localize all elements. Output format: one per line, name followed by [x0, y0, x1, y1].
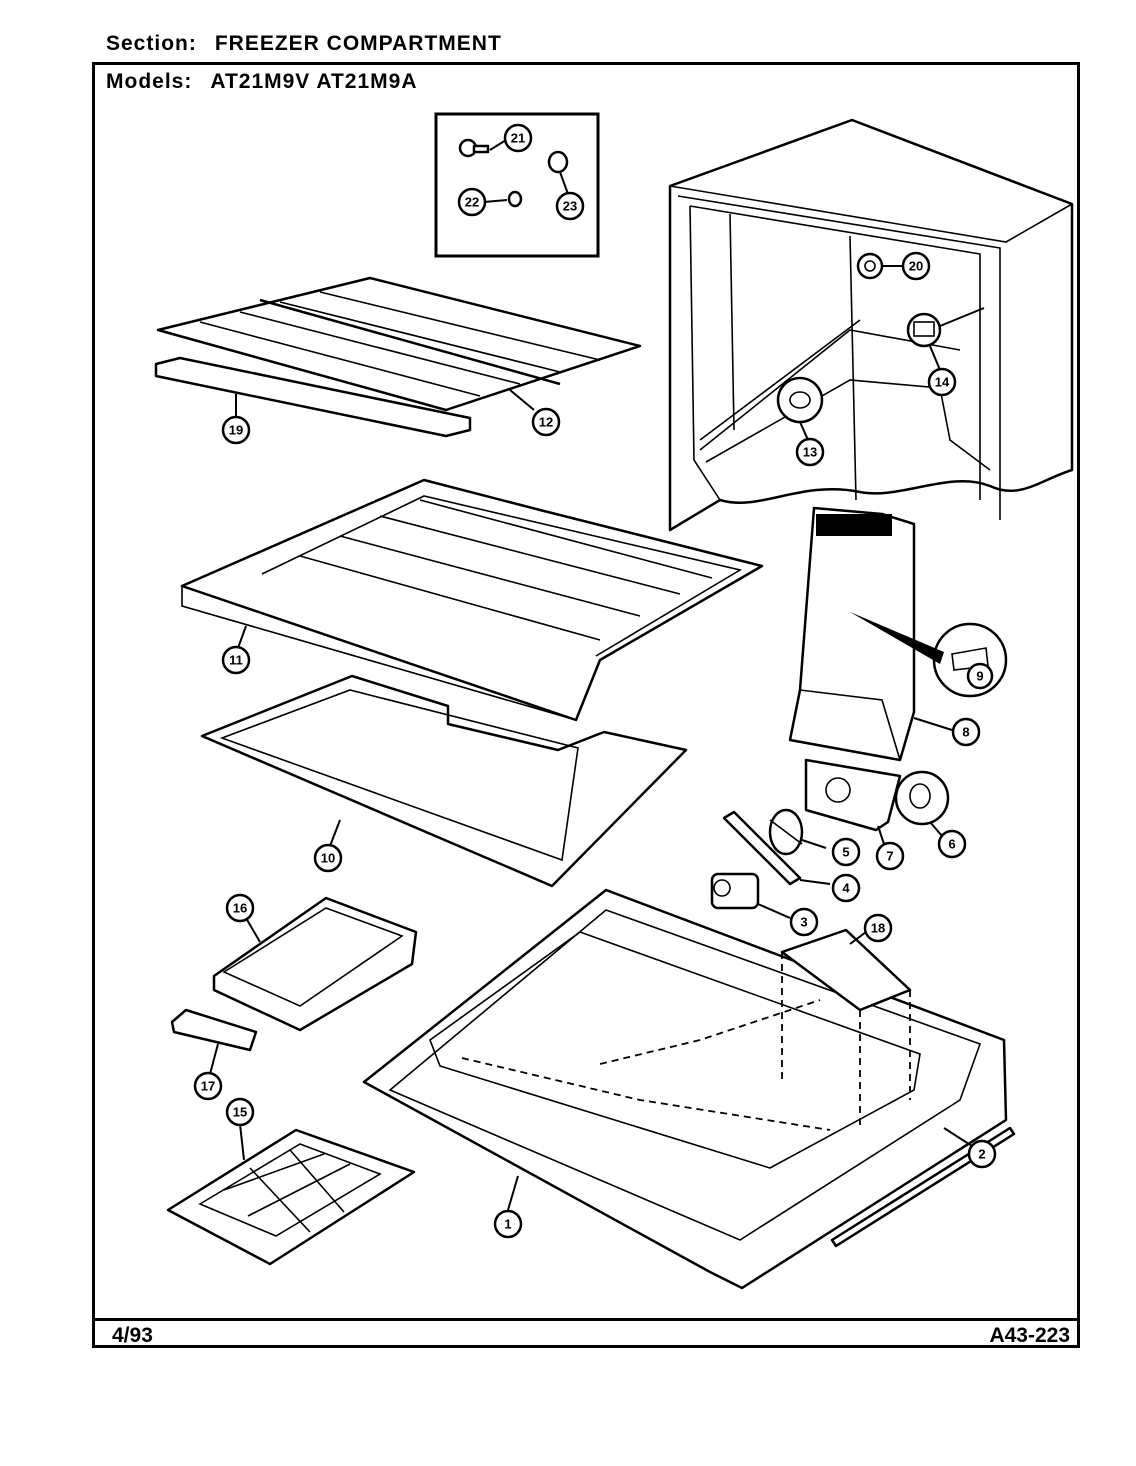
part-8-evaporator-cover [788, 506, 916, 762]
part-6-fan-motor [894, 770, 950, 826]
svg-text:19: 19 [229, 423, 243, 438]
callout-9: 9 [966, 662, 994, 690]
svg-text:1: 1 [504, 1217, 511, 1232]
callout-10: 10 [313, 843, 343, 873]
models-heading: Models: AT21M9V AT21M9A [106, 70, 418, 94]
svg-text:10: 10 [321, 851, 335, 866]
footer-date: 4/93 [112, 1324, 153, 1347]
svg-text:11: 11 [229, 653, 243, 668]
callout-12: 12 [531, 407, 561, 437]
part-19-shelf-trim [154, 356, 472, 438]
callout-15: 15 [225, 1097, 255, 1127]
callout-6: 6 [937, 829, 967, 859]
callout-14: 14 [927, 367, 957, 397]
callout-8: 8 [951, 717, 981, 747]
callout-3: 3 [789, 907, 819, 937]
models-label: Models: [106, 70, 193, 93]
part-11-freezer-shelf [180, 478, 764, 722]
callout-2: 2 [967, 1139, 997, 1169]
svg-text:21: 21 [511, 131, 525, 146]
svg-text:13: 13 [803, 445, 817, 460]
part-20-bulb [856, 252, 884, 280]
freezer-cabinet [668, 118, 1074, 532]
svg-text:5: 5 [842, 845, 849, 860]
svg-text:14: 14 [935, 375, 950, 390]
footer-rule [92, 1318, 1080, 1321]
part-12-wire-shelf [156, 276, 642, 412]
svg-text:4: 4 [842, 881, 850, 896]
callout-23: 23 [555, 191, 585, 221]
part-13-damper [776, 376, 824, 424]
callout-4: 4 [831, 873, 861, 903]
part-15-ice-cube-tray [166, 1128, 416, 1266]
svg-text:12: 12 [539, 415, 553, 430]
part-16-ice-bin [212, 896, 418, 1032]
part-21-clip [458, 138, 490, 158]
callout-1: 1 [493, 1209, 523, 1239]
part-4-motor-bracket [722, 810, 802, 886]
callout-7: 7 [875, 841, 905, 871]
part-3-motor [710, 872, 760, 910]
part-17-bin-cleat [170, 1008, 258, 1052]
callout-18: 18 [863, 913, 893, 943]
callout-11: 11 [221, 645, 251, 675]
part-9-screw [932, 622, 1008, 698]
models-value: AT21M9V AT21M9A [210, 70, 418, 93]
callout-22: 22 [457, 187, 487, 217]
footer-drawing-code: A43-223 [989, 1324, 1070, 1347]
svg-text:7: 7 [886, 849, 893, 864]
diagram-frame [92, 62, 1080, 1348]
callout-17: 17 [193, 1071, 223, 1101]
svg-text:15: 15 [233, 1105, 247, 1120]
part-23-cap [547, 150, 569, 174]
callout-20: 20 [901, 251, 931, 281]
svg-text:22: 22 [465, 195, 479, 210]
svg-text:3: 3 [800, 915, 807, 930]
part-10-liner-panel [200, 674, 688, 888]
svg-text:23: 23 [563, 199, 577, 214]
svg-text:20: 20 [909, 259, 923, 274]
part-18-divider-block [780, 928, 912, 1130]
callout-13: 13 [795, 437, 825, 467]
svg-text:6: 6 [948, 837, 955, 852]
svg-text:2: 2 [978, 1147, 985, 1162]
section-value: FREEZER COMPARTMENT [214, 32, 502, 55]
part-22-grommet [507, 190, 523, 208]
svg-text:17: 17 [201, 1079, 215, 1094]
callout-21: 21 [503, 123, 533, 153]
section-label: Section: [106, 32, 197, 55]
svg-text:9: 9 [976, 669, 983, 684]
svg-text:8: 8 [962, 725, 969, 740]
callout-5: 5 [831, 837, 861, 867]
part-14-thermostat-knob [906, 312, 942, 348]
part-7-fan-shroud [804, 758, 902, 832]
callout-19: 19 [221, 415, 251, 445]
callout-16: 16 [225, 893, 255, 923]
part-5-fan-blade [768, 808, 804, 856]
svg-text:16: 16 [233, 901, 247, 916]
section-heading: Section: FREEZER COMPARTMENT [106, 32, 502, 56]
svg-text:18: 18 [871, 921, 885, 936]
